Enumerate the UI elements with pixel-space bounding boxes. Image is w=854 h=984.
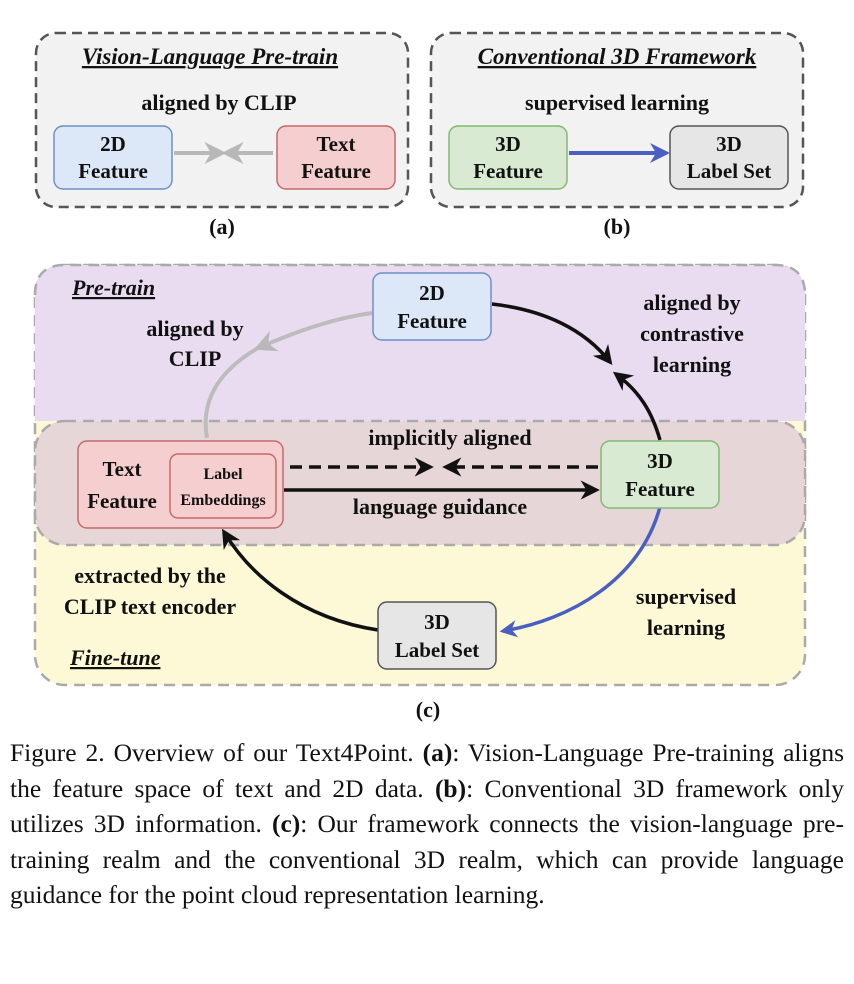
supervised-line2: learning [647,615,725,640]
panel-a: Vision-Language Pre-train aligned by CLI… [34,31,410,239]
caption-c-text: : Our framework connects the vision-lang… [10,809,844,909]
panel-b-label-line2: Label Set [687,159,772,183]
panel-b: Conventional 3D Framework supervised lea… [429,31,805,239]
label-set-line2: Label Set [395,638,480,662]
label-embeddings-box [169,453,277,519]
caption-c-tag: (c) [271,809,301,838]
extracted-line2: CLIP text encoder [64,594,237,619]
panel-c: Pre-train Fine-tune 2D Feature Text Feat… [33,263,807,722]
caption-a-text: : Vision-Language Pre-training aligns th… [10,738,844,803]
panel-b-relation: supervised learning [525,90,709,115]
label-embeddings-line1: Label [203,466,243,483]
panel-b-label-line1: 3D [716,132,742,156]
label-embeddings-line2: Embeddings [180,492,265,509]
pre-train-region [35,265,805,421]
extracted-line1: extracted by the [74,563,226,588]
aligned-contrastive-line3: learning [653,352,731,377]
supervised-arrow [499,506,662,638]
aligned-contrastive-line2: contrastive [640,321,744,346]
pretrain-3d-line2: Feature [625,477,695,501]
text-feature-line2: Feature [87,489,157,513]
panel-b-3d-feature-box [448,125,568,190]
pretrain-2d-line1: 2D [419,281,445,305]
aligned-clip-line2: CLIP [169,346,222,371]
aligned-contrastive-line1: aligned by [643,290,740,315]
panel-a-2d-line1: 2D [100,132,126,156]
panel-a-2d-feature-box [53,125,173,190]
figure-caption: Figure 2. Overview of our Text4Point. (a… [10,735,844,913]
caption-b-tag: (b) [434,773,467,803]
caption-a-tag: (a) [422,738,453,767]
panel-a-text-line1: Text [317,132,356,156]
panel-a-label: (a) [209,214,235,239]
supervised-line1: supervised [636,584,736,609]
caption-b-text: : Conventional 3D framework only utilize… [10,773,844,839]
fine-tune-label: Fine-tune [69,645,161,670]
language-guidance-label: language guidance [353,494,527,519]
label-set-line1: 3D [424,610,450,634]
clip-curve-lower [203,346,260,439]
contrastive-arrow-from-3d [612,371,662,441]
finetune-label-set-box [377,601,497,670]
aligned-clip-line1: aligned by [146,316,243,341]
text-feature-line1: Text [103,457,142,481]
extracted-arrow [222,528,379,632]
panel-b-3d-line2: Feature [473,159,543,183]
panel-a-2d-line2: Feature [78,159,148,183]
pretrain-3d-feature-box [600,440,720,509]
panel-b-3d-line1: 3D [495,132,521,156]
pre-train-label: Pre-train [71,275,155,300]
panel-b-label-set-box [669,125,789,190]
panel-b-label: (b) [604,214,631,239]
implicitly-aligned-label: implicitly aligned [368,425,531,450]
overview-diagram: Vision-Language Pre-train aligned by CLI… [33,31,807,722]
panel-a-text-feature-box [276,125,396,190]
panel-a-text-line2: Feature [301,159,371,183]
panel-a-title: Vision-Language Pre-train [82,44,338,69]
pretrain-3d-line1: 3D [647,449,673,473]
pretrain-2d-feature-box [372,272,492,341]
caption-figure-number: Figure 2. Overview of our Text4Point. [10,738,414,767]
panel-c-label: (c) [416,697,440,722]
pretrain-2d-line2: Feature [397,309,467,333]
panel-a-relation: aligned by CLIP [141,90,296,115]
panel-b-title: Conventional 3D Framework [478,44,757,69]
contrastive-arrow-from-2d [491,302,613,366]
clip-curve-upper [253,311,373,352]
